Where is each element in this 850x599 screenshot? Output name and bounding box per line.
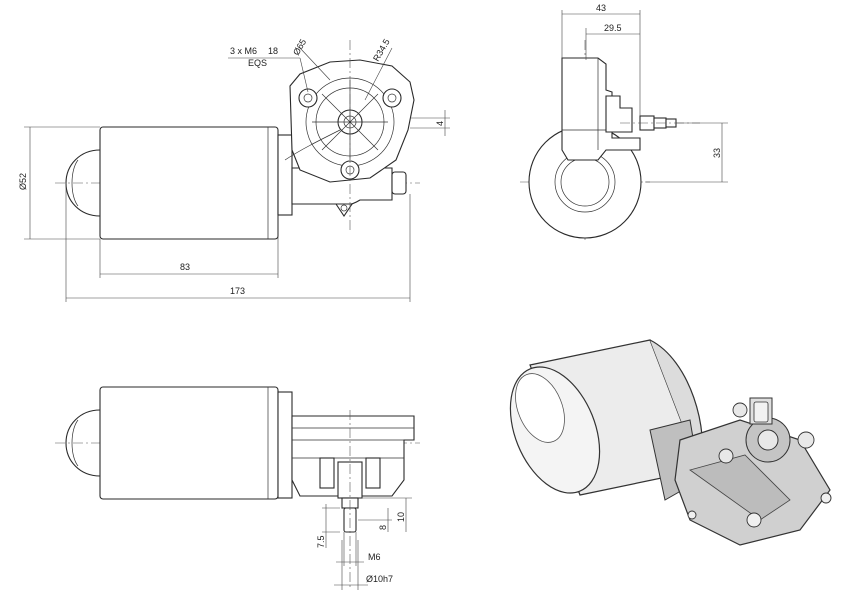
bottom-view: 7.5 8 10 M6 Ø10h7	[55, 386, 420, 590]
dim-radius: R34.5	[371, 37, 392, 63]
dim-height-shaft: 33	[712, 148, 722, 158]
dim-length-total: 173	[230, 286, 245, 296]
note-holes-depth: 18	[268, 46, 278, 56]
dim-shaft-diameter: Ø10h7	[366, 574, 393, 584]
note-eqs: EQS	[248, 58, 267, 68]
note-holes: 3 x M6	[230, 46, 257, 56]
side-view: 43 29.5 33	[520, 3, 728, 240]
dim-length-motor: 83	[180, 262, 190, 272]
isometric-view	[509, 339, 832, 546]
dim-width-top: 43	[596, 3, 606, 13]
dim-diameter-body: Ø52	[18, 173, 28, 190]
dim-thread: M6	[368, 552, 381, 562]
front-view: Ø52 83 173 3 x M6 18 EQS Ø65 R34.5 4	[18, 37, 450, 302]
dim-shaft-len-1: 7.5	[316, 535, 326, 548]
dim-shaft-len-3: 10	[396, 512, 406, 522]
dim-width-half: 29.5	[604, 23, 622, 33]
dim-shaft-len-2: 8	[378, 525, 388, 530]
dim-offset: 4	[435, 121, 445, 126]
